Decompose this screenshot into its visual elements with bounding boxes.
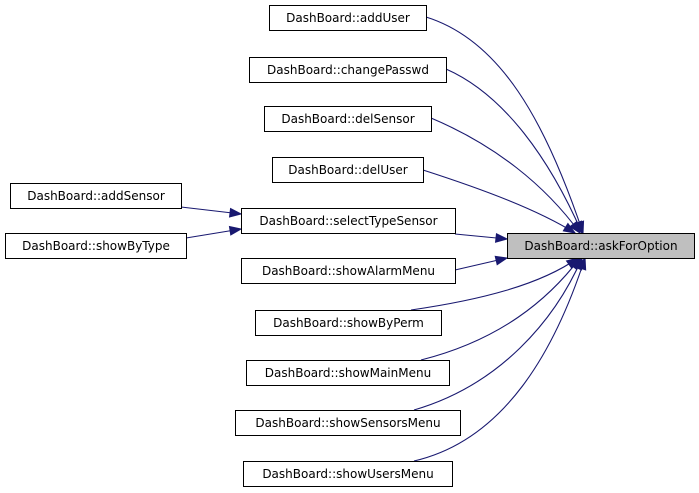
- arrowhead: [228, 207, 243, 218]
- node-label: DashBoard::addUser: [286, 11, 410, 25]
- node-showByType[interactable]: DashBoard::showByType: [5, 233, 187, 259]
- node-addSensor[interactable]: DashBoard::addSensor: [10, 183, 182, 209]
- node-label: DashBoard::askForOption: [524, 239, 677, 253]
- node-showByPerm[interactable]: DashBoard::showByPerm: [255, 310, 442, 336]
- edge-showByType-to-selectTypeSensor: [185, 225, 243, 239]
- node-showSensorsMenu[interactable]: DashBoard::showSensorsMenu: [235, 410, 461, 436]
- node-label: DashBoard::showSensorsMenu: [255, 416, 440, 430]
- node-label: DashBoard::changePasswd: [267, 63, 429, 77]
- edge-addSensor-to-selectTypeSensor: [180, 206, 243, 218]
- node-box: [269, 5, 427, 31]
- edge-line: [425, 16, 584, 234]
- node-showMainMenu[interactable]: DashBoard::showMainMenu: [246, 360, 450, 386]
- node-label: DashBoard::showAlarmMenu: [262, 264, 435, 278]
- node-label: DashBoard::delSensor: [281, 112, 414, 126]
- edge-delUser-to-askForOption: [422, 169, 577, 234]
- node-askForOption[interactable]: DashBoard::askForOption: [507, 233, 695, 259]
- edge-selectTypeSensor-to-askForOption: [454, 232, 509, 243]
- edge-line: [445, 68, 583, 234]
- node-showAlarmMenu[interactable]: DashBoard::showAlarmMenu: [241, 258, 456, 284]
- node-delUser[interactable]: DashBoard::delUser: [272, 157, 424, 183]
- edge-showUsersMenu-to-askForOption: [413, 256, 587, 462]
- node-box: [246, 360, 450, 386]
- node-box: [243, 461, 453, 487]
- node-addUser[interactable]: DashBoard::addUser: [269, 5, 427, 31]
- arrowhead: [228, 225, 243, 236]
- node-label: DashBoard::selectTypeSensor: [259, 214, 437, 228]
- node-label: DashBoard::showByType: [22, 239, 170, 253]
- node-box: [241, 258, 456, 284]
- edge-line: [422, 169, 576, 234]
- node-label: DashBoard::showUsersMenu: [262, 467, 433, 481]
- node-changePasswd[interactable]: DashBoard::changePasswd: [249, 57, 447, 83]
- edge-line: [420, 257, 581, 361]
- node-box: [10, 183, 182, 209]
- node-selectTypeSensor[interactable]: DashBoard::selectTypeSensor: [241, 208, 456, 234]
- edge-addUser-to-askForOption: [425, 16, 585, 235]
- edge-delSensor-to-askForOption: [430, 117, 581, 235]
- node-delSensor[interactable]: DashBoard::delSensor: [264, 106, 432, 132]
- edge-line: [410, 257, 579, 311]
- arrowhead: [562, 222, 577, 234]
- arrowhead: [569, 220, 581, 235]
- node-box: [235, 410, 461, 436]
- node-box: [255, 310, 442, 336]
- arrowhead: [576, 256, 587, 271]
- arrowhead: [494, 255, 509, 266]
- node-box: [5, 233, 187, 259]
- edges-layer: [180, 16, 587, 462]
- node-showUsersMenu[interactable]: DashBoard::showUsersMenu: [243, 461, 453, 487]
- node-box: [264, 106, 432, 132]
- node-box: [241, 208, 456, 234]
- node-box: [507, 233, 695, 259]
- edge-showAlarmMenu-to-askForOption: [454, 255, 509, 271]
- node-label: DashBoard::addSensor: [27, 189, 165, 203]
- nodes-layer: DashBoard::askForOption DashBoard::addUse…: [5, 5, 695, 487]
- edge-changePasswd-to-askForOption: [445, 68, 583, 235]
- edge-line: [413, 257, 586, 462]
- node-label: DashBoard::delUser: [288, 163, 408, 177]
- node-box: [249, 57, 447, 83]
- node-label: DashBoard::showByPerm: [273, 316, 424, 330]
- arrowhead: [494, 232, 509, 243]
- edge-line: [413, 257, 583, 411]
- edge-line: [430, 117, 581, 234]
- node-box: [272, 157, 424, 183]
- node-label: DashBoard::showMainMenu: [265, 366, 431, 380]
